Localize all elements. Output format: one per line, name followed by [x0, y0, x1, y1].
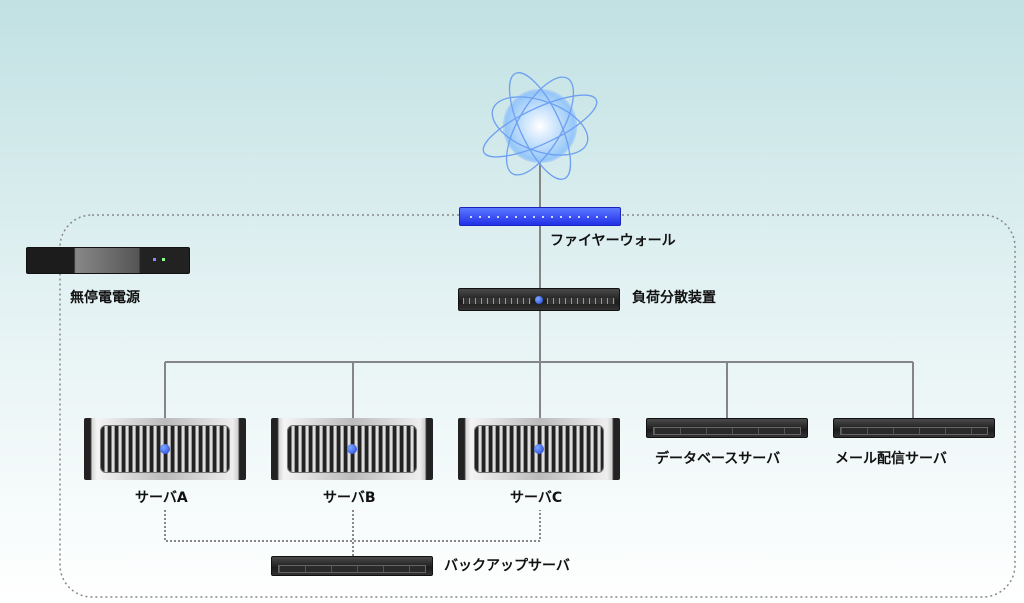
db-server-label: データベースサーバ — [655, 451, 781, 467]
server-a-device[interactable] — [84, 418, 246, 480]
mail-server-label: メール配信サーバ — [835, 451, 947, 467]
ups-label: 無停電電源 — [70, 290, 140, 306]
load-balancer-label: 負荷分散装置 — [632, 290, 716, 306]
server-a-label: サーバA — [135, 490, 188, 506]
server-c-label: サーバC — [510, 490, 563, 506]
server-b-device[interactable] — [271, 418, 433, 480]
network-boundary — [59, 214, 1016, 598]
server-b-label: サーバB — [323, 490, 376, 506]
server-c-device[interactable] — [458, 418, 620, 480]
backup-server-label: バックアップサーバ — [444, 558, 570, 574]
backup-link — [164, 510, 541, 556]
db-server-device[interactable] — [646, 418, 808, 438]
firewall-device[interactable] — [459, 207, 621, 226]
mail-server-device[interactable] — [833, 418, 995, 438]
firewall-label: ファイヤーウォール — [550, 233, 676, 249]
backup-server-device[interactable] — [271, 556, 433, 576]
load-balancer-device[interactable] — [458, 288, 620, 311]
internet-globe-icon — [482, 72, 598, 180]
ups-device[interactable] — [26, 247, 190, 274]
